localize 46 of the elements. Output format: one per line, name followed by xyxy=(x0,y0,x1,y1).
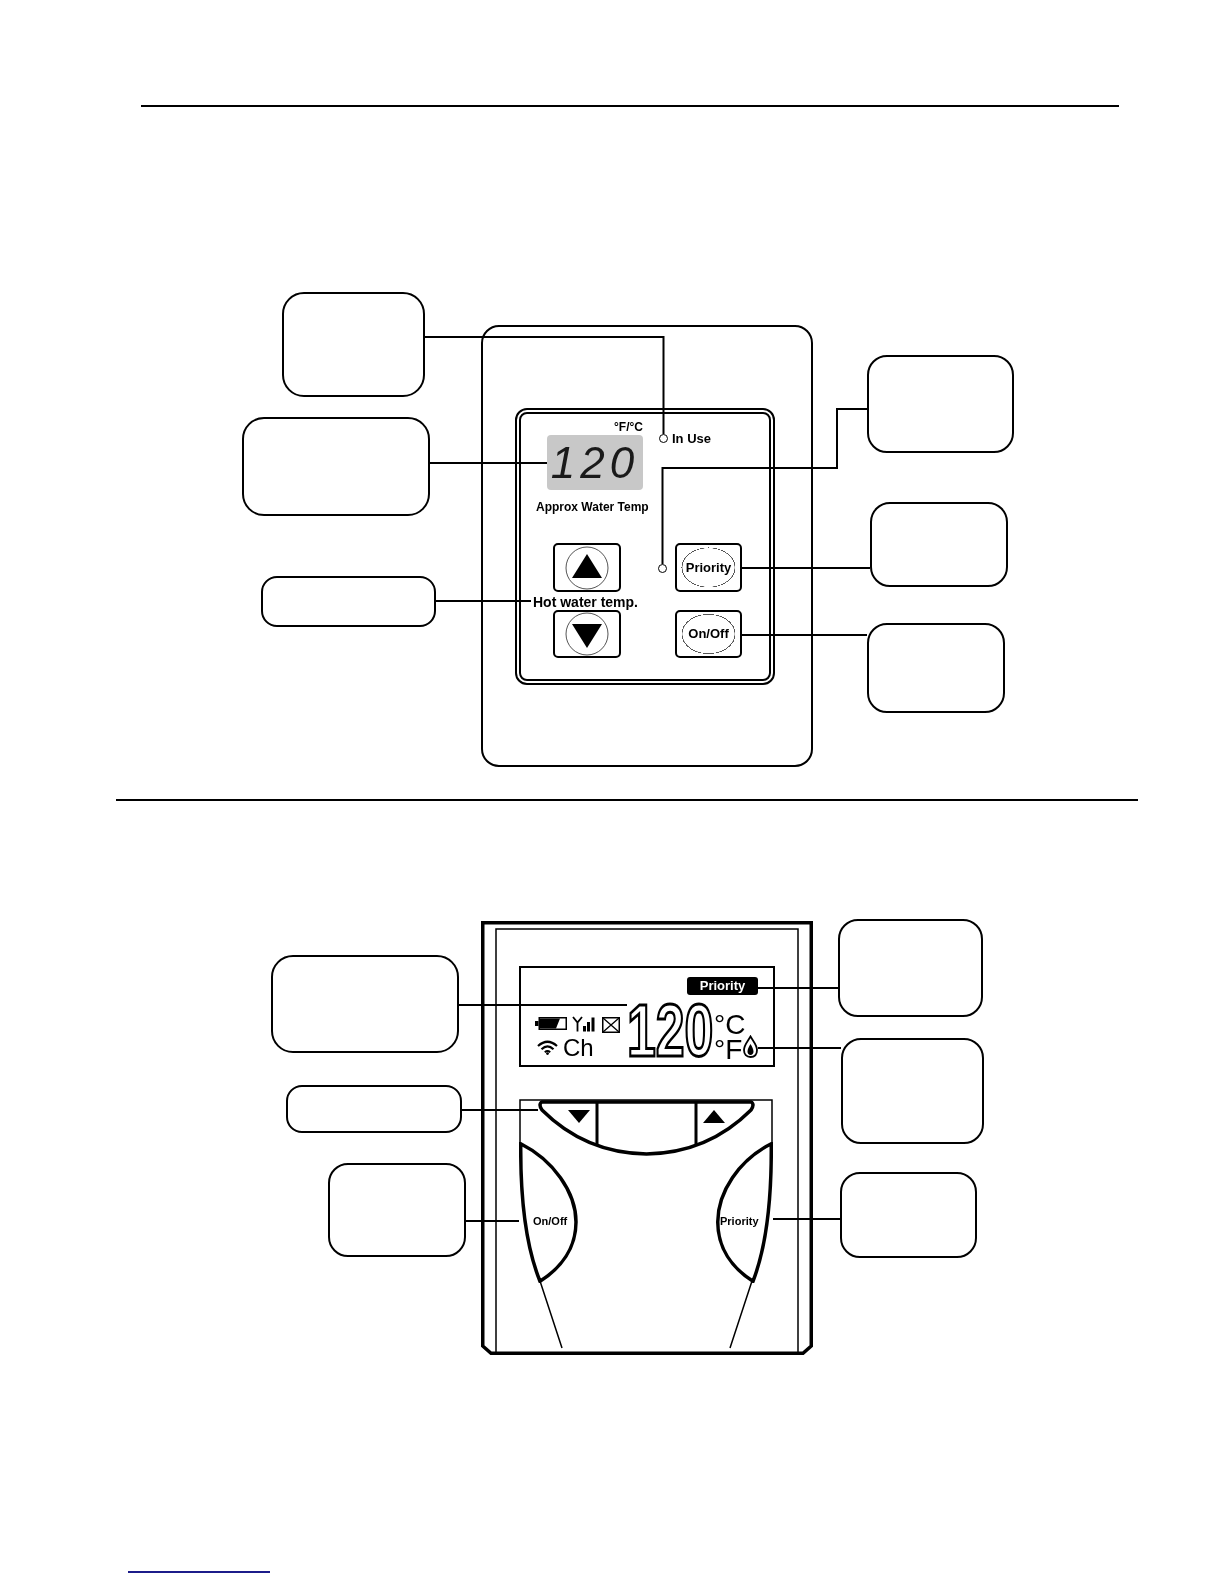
priority-indicator: Priority xyxy=(687,977,758,995)
leader-line xyxy=(741,567,871,569)
temperature-digits: 120 xyxy=(627,1003,714,1059)
leader-line xyxy=(661,408,868,565)
leader-line xyxy=(429,462,548,464)
temperature-display: 120 xyxy=(547,435,643,490)
status-light-icon xyxy=(658,564,667,573)
leader-line xyxy=(757,987,839,989)
power-button: On/Off xyxy=(519,1142,578,1283)
up-button xyxy=(553,543,621,592)
control-label: Hot water temp. xyxy=(531,594,641,610)
controller-housing xyxy=(481,325,813,767)
priority-button: Priority xyxy=(716,1142,773,1283)
status-light-icon xyxy=(659,434,668,443)
callout-box xyxy=(282,292,425,397)
unit-label: °C xyxy=(714,1013,746,1037)
callout-box xyxy=(328,1163,466,1257)
leader-line xyxy=(458,1004,628,1006)
leader-line xyxy=(465,1220,520,1222)
callout-box xyxy=(261,576,436,627)
down-button xyxy=(553,610,621,658)
callout-box xyxy=(286,1085,462,1133)
callout-box xyxy=(870,502,1008,587)
callout-box xyxy=(840,1172,977,1258)
callout-box xyxy=(841,1038,984,1144)
channel-label: Ch xyxy=(563,1036,594,1060)
faceplate xyxy=(515,408,775,685)
display-caption: Approx Water Temp xyxy=(536,500,649,514)
flame-icon xyxy=(743,1035,758,1058)
leader-line xyxy=(424,336,665,435)
leader-line xyxy=(741,634,868,636)
leader-line xyxy=(757,1047,842,1049)
leader-line xyxy=(461,1109,539,1111)
unit-label: °F xyxy=(714,1038,743,1062)
controller-housing xyxy=(481,921,813,1355)
callout-box xyxy=(867,355,1014,453)
indicator-label: In Use xyxy=(672,431,711,446)
unit-label: °F/°C xyxy=(614,420,643,434)
callout-box xyxy=(242,417,430,516)
priority-button: Priority xyxy=(675,543,742,592)
lcd-screen xyxy=(519,966,775,1067)
callout-box xyxy=(838,919,983,1017)
callout-box xyxy=(867,623,1005,713)
leader-line xyxy=(772,1218,841,1220)
power-button: On/Off xyxy=(675,610,742,658)
callout-box xyxy=(271,955,459,1053)
